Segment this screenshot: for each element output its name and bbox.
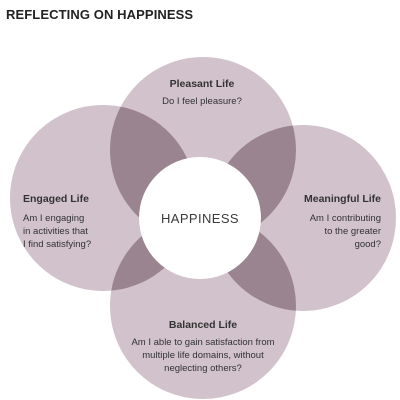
engaged-question-line: in activities that bbox=[23, 226, 88, 237]
pleasant-heading: Pleasant Life bbox=[170, 78, 235, 90]
meaningful-question-line: to the greater bbox=[324, 226, 381, 237]
overlap-pleasant-engaged bbox=[110, 105, 196, 243]
pleasant-question-line: Do I feel pleasure? bbox=[162, 96, 242, 107]
engaged-question-line: I find satisfying? bbox=[23, 239, 91, 250]
balanced-question-line: Am I able to gain satisfaction from bbox=[131, 337, 274, 348]
engaged-question-line: Am I engaging bbox=[23, 213, 84, 224]
balanced-question-line: multiple life domains, without bbox=[142, 350, 264, 361]
overlap-balanced-meaningful bbox=[210, 213, 296, 311]
engaged-heading: Engaged Life bbox=[23, 193, 89, 205]
balanced-heading: Balanced Life bbox=[169, 319, 237, 331]
balanced-question-line: neglecting others? bbox=[164, 363, 242, 374]
page-title: REFLECTING ON HAPPINESS bbox=[6, 7, 194, 22]
overlap-pleasant-meaningful bbox=[210, 125, 296, 243]
center-label: HAPPINESS bbox=[161, 211, 239, 226]
meaningful-question-line: good? bbox=[355, 239, 381, 250]
meaningful-question-line: Am I contributing bbox=[310, 213, 381, 224]
center-circle bbox=[139, 157, 261, 279]
meaningful-heading: Meaningful Life bbox=[304, 193, 381, 205]
